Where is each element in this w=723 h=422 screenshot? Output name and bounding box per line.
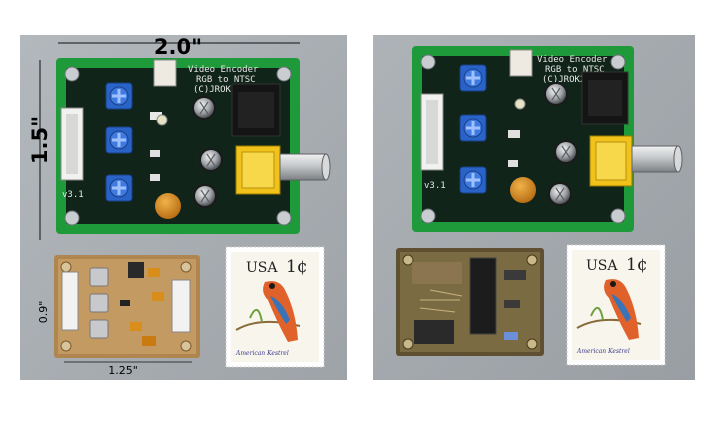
electrolytic-capacitor-3 [192, 183, 218, 209]
pcb-small-left [54, 255, 200, 358]
trimmer-pot-1 [105, 82, 133, 110]
electrolytic-capacitor-2 [553, 139, 579, 165]
board-title-line3: (C)JROK2 [542, 75, 585, 85]
tantalum-capacitor [510, 177, 536, 203]
dimension-label-width-large: 2.0" [154, 35, 202, 59]
board-title-line1: Video Encoder [537, 55, 608, 65]
power-connector [509, 49, 533, 77]
stamp-value: 1¢ [286, 257, 308, 277]
board-title-line2: RGB to NTSC [545, 65, 605, 75]
photo-right: Video Encoder RGB to NTSC (C)JROK2 v3.1 [373, 35, 695, 380]
pcb-large-left: Video Encoder RGB to NTSC (C)JROK2 v3.1 [56, 58, 331, 234]
trimmer-pot-1 [459, 64, 487, 92]
trimmer-pot-3 [459, 166, 487, 194]
board-title-line2: RGB to NTSC [196, 75, 256, 85]
power-connector [153, 59, 177, 87]
stamp-caption: American Kestrel [576, 348, 630, 355]
dimension-label-width-small: 1.25" [108, 364, 138, 377]
trimmer-pot-2 [105, 126, 133, 154]
stamp-country: USA [246, 260, 278, 276]
photo-left: 2.0" 1.5" Video Encoder RGB to NTSC (C)J… [20, 35, 347, 380]
tantalum-capacitor [155, 193, 181, 219]
ic-chip [469, 257, 497, 335]
trimmer-pot-3 [105, 174, 133, 202]
board-version-label: v3.1 [424, 181, 446, 191]
board-title-line1: Video Encoder [188, 65, 259, 75]
stamp-country: USA [586, 258, 618, 274]
board-title-line3: (C)JROK2 [193, 85, 236, 95]
pcb-small-right [396, 248, 544, 356]
stamp-caption: American Kestrel [235, 350, 289, 357]
dimension-label-height-small: 0.9" [37, 301, 50, 324]
dimension-label-height-large: 1.5" [28, 116, 52, 164]
electrolytic-capacitor-1 [543, 81, 569, 107]
stamp-value: 1¢ [626, 255, 648, 275]
postage-stamp-right: USA 1¢ American Kestrel [566, 244, 666, 366]
board-version-label: v3.1 [62, 190, 84, 200]
trimmer-pot-2 [459, 114, 487, 142]
postage-stamp-left: USA 1¢ American Kestrel [225, 246, 325, 368]
pcb-large-right: Video Encoder RGB to NTSC (C)JROK2 v3.1 [412, 46, 683, 232]
electrolytic-capacitor-3 [547, 181, 573, 207]
electrolytic-capacitor-1 [191, 95, 217, 121]
electrolytic-capacitor-2 [198, 147, 224, 173]
